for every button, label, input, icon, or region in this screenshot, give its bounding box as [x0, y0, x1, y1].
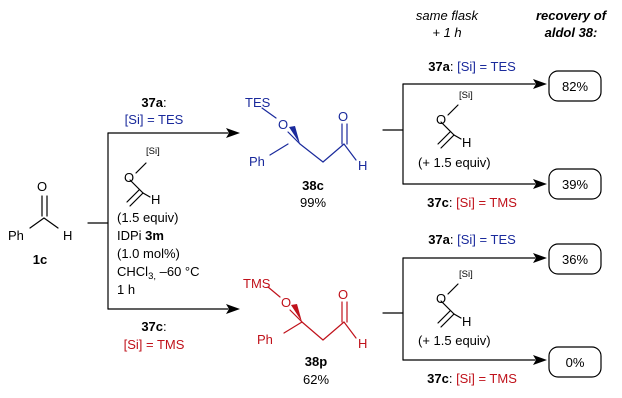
cond-loading: (1.0 mol%) — [117, 246, 180, 261]
cb-lower-colon: : — [449, 371, 456, 386]
result-box-38c-tes — [548, 70, 602, 102]
cb-equiv: (+ 1.5 equiv) — [418, 333, 491, 348]
bottom-reagent-colon: : — [163, 319, 167, 334]
cond-solvent-temp: CHCl3, –60 °C — [117, 264, 200, 282]
sm-atom-o: O — [37, 179, 47, 194]
ct-lower-def: [Si] = TMS — [456, 195, 517, 210]
38c-atom-o: O — [278, 117, 288, 132]
cond-catalyst: IDPi 3m — [117, 228, 164, 243]
cb-ve-atom-si: [Si] — [459, 269, 473, 280]
bottom-silyl-def: [Si] = TMS — [124, 337, 185, 352]
38p-atom-o: O — [281, 295, 291, 310]
ct-equiv: (+ 1.5 equiv) — [418, 155, 491, 170]
38c-atom-h: H — [358, 158, 367, 173]
38p-atom-h: H — [358, 336, 367, 351]
bottom-reagent-label: 37c — [141, 319, 163, 334]
ct-upper-label: 37a — [428, 59, 450, 74]
result-38c-tes: 82% — [562, 79, 588, 94]
cond-solvent-sub: 3, — [148, 271, 156, 282]
38c-yield: 99% — [300, 195, 326, 210]
result-38p-tes: 36% — [562, 252, 588, 267]
crossover-bottom-vinyl-ether — [437, 283, 462, 328]
ct-lower-colon: : — [449, 195, 456, 210]
result-38c-tms: 39% — [562, 177, 588, 192]
ct-ve-atom-o: O — [436, 112, 446, 127]
same-flask-line1: same flask — [416, 8, 480, 23]
crossover-top-arrows — [382, 79, 547, 189]
ct-upper-colon: : — [450, 59, 457, 74]
sm-atom-h: H — [63, 228, 72, 243]
crossover-bottom-upper-text: 37a: [Si] = TES — [428, 232, 516, 247]
crossover-top-lower-text: 37c: [Si] = TMS — [427, 195, 517, 210]
cond-temp: –60 °C — [156, 264, 200, 279]
ct-upper-def: [Si] = TES — [457, 59, 516, 74]
ct-ve-atom-si: [Si] — [459, 90, 473, 101]
result-box-38c-tms — [548, 168, 602, 200]
crossover-bottom-lower-text: 37c: [Si] = TMS — [427, 371, 517, 386]
vinyl-ether-structure — [126, 162, 151, 207]
cb-ve-atom-o: O — [436, 291, 446, 306]
aldol-38c-structure — [261, 107, 357, 163]
cb-upper-label: 37a — [428, 232, 450, 247]
ct-ve-atom-h: H — [462, 135, 471, 150]
crossover-top-upper-text: 37a: [Si] = TES — [428, 59, 516, 74]
top-reagent-colon: : — [163, 95, 167, 110]
38p-atom-o2: O — [338, 287, 348, 302]
top-silyl-def: [Si] = TES — [125, 112, 184, 127]
38c-label: 38c — [302, 178, 324, 193]
top-reagent-text: 37a: — [141, 95, 166, 110]
cb-lower-label: 37c — [427, 371, 449, 386]
recovery-header-line1: recovery of — [536, 8, 608, 23]
sm-atom-ph: Ph — [8, 228, 24, 243]
ve-atom-o: O — [124, 170, 134, 185]
crossover-bottom-arrows — [382, 253, 547, 365]
same-flask-line2: + 1 h — [432, 25, 461, 40]
38c-silyl: TES — [245, 95, 271, 110]
aldol-38p-structure — [267, 286, 357, 341]
ve-atom-si: [Si] — [146, 146, 160, 157]
cb-upper-colon: : — [450, 232, 457, 247]
cond-time: 1 h — [117, 282, 135, 297]
38c-atom-ph: Ph — [249, 154, 265, 169]
cond-equiv: (1.5 equiv) — [117, 210, 178, 225]
cond-catalyst-prefix: IDPi — [117, 228, 145, 243]
bottom-reagent-text: 37c: — [141, 319, 166, 334]
ve-atom-h: H — [151, 192, 160, 207]
result-box-38p-tms — [548, 346, 602, 378]
38p-yield: 62% — [303, 372, 329, 387]
crossover-top-vinyl-ether — [437, 104, 462, 149]
38p-atom-ph: Ph — [257, 332, 273, 347]
cb-lower-def: [Si] = TMS — [456, 371, 517, 386]
benzaldehyde-structure — [29, 195, 59, 229]
ct-lower-label: 37c — [427, 195, 449, 210]
38c-atom-o2: O — [338, 109, 348, 124]
38p-silyl: TMS — [243, 276, 271, 291]
cond-catalyst-id: 3m — [145, 228, 164, 243]
cb-ve-atom-h: H — [462, 314, 471, 329]
result-box-38p-tes — [548, 243, 602, 275]
result-38p-tms: 0% — [566, 355, 585, 370]
top-reagent-label: 37a — [141, 95, 163, 110]
branch-arrows — [87, 128, 240, 314]
cond-solvent: CHCl — [117, 264, 148, 279]
recovery-header-line2: aldol 38: — [545, 25, 598, 40]
38p-label: 38p — [305, 354, 327, 369]
sm-label-1c: 1c — [33, 252, 47, 267]
cb-upper-def: [Si] = TES — [457, 232, 516, 247]
